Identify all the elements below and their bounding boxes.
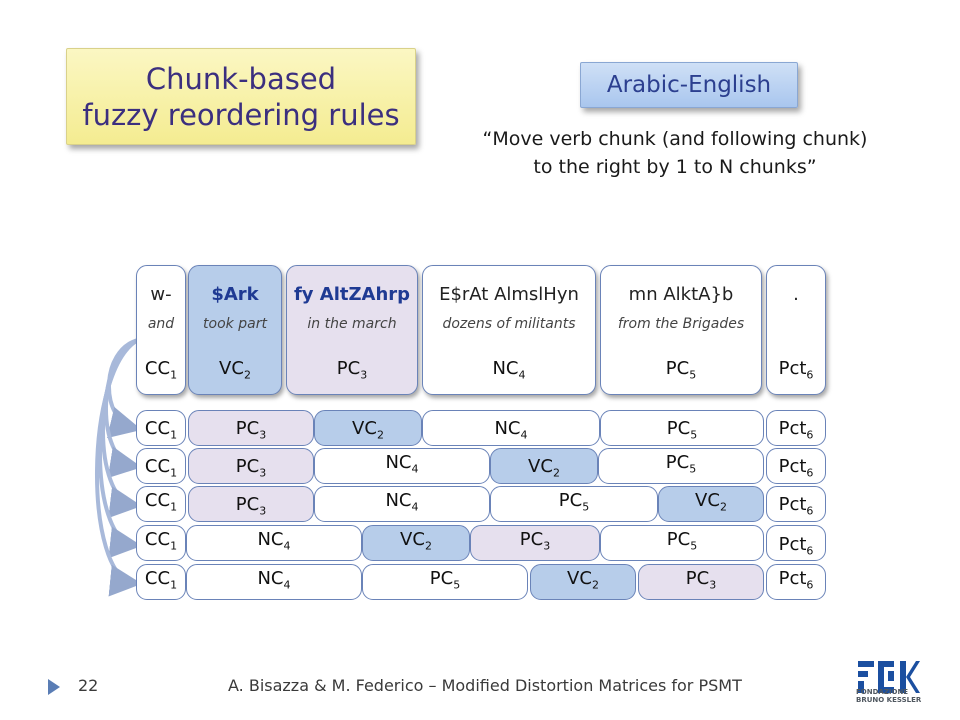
row2-chunk-5: PC5 <box>598 448 764 484</box>
row5-chunk-6: Pct6 <box>766 564 826 600</box>
top-chunk-nc4: E$rAt AlmslHyn dozens of militants NC4 <box>422 265 596 395</box>
rule-quote: “Move verb chunk (and following chunk) t… <box>430 125 920 181</box>
title-line-2: fuzzy reordering rules <box>82 97 400 132</box>
english-gloss: in the march <box>307 316 397 332</box>
language-pair-badge: Arabic-English <box>580 62 798 108</box>
arabic-word: w- <box>150 284 172 305</box>
arabic-word: E$rAt AlmslHyn <box>439 284 579 305</box>
row1-chunk-1: CC1 <box>136 410 186 446</box>
row3-chunk-5: VC2 <box>658 486 764 522</box>
fbk-logo-text: FONDAZIONE BRUNO KESSLER <box>856 688 922 704</box>
arrow-5 <box>95 338 142 597</box>
row4-chunk-5: PC5 <box>600 525 764 561</box>
row1-chunk-6: Pct6 <box>766 410 826 446</box>
row5-chunk-3: PC5 <box>362 564 528 600</box>
footer-text: A. Bisazza & M. Federico – Modified Dist… <box>228 676 742 695</box>
arabic-word: mn AlktA}b <box>628 284 734 305</box>
row2-chunk-3: NC4 <box>314 448 490 484</box>
row2-chunk-1: CC1 <box>136 448 186 484</box>
row4-chunk-3: VC2 <box>362 525 470 561</box>
row1-chunk-5: PC5 <box>600 410 764 446</box>
arrow-4 <box>98 338 142 559</box>
row2-chunk-6: Pct6 <box>766 448 826 484</box>
row5-chunk-2: NC4 <box>186 564 362 600</box>
chunk-label: VC2 <box>219 358 251 382</box>
chunk-label: PC3 <box>336 358 368 382</box>
row5-chunk-4: VC2 <box>530 564 636 600</box>
row1-chunk-4: NC4 <box>422 410 600 446</box>
arabic-word: $Ark <box>211 284 259 305</box>
row1-chunk-2: PC3 <box>188 410 314 446</box>
chunk-label: CC1 <box>144 358 178 382</box>
top-chunk-pc5: mn AlktA}b from the Brigades PC5 <box>600 265 762 395</box>
row5-chunk-1: CC1 <box>136 564 186 600</box>
row3-chunk-2: PC3 <box>188 486 314 522</box>
chunk-label: Pct6 <box>778 358 814 382</box>
english-gloss: and <box>147 316 175 332</box>
quote-line-2: to the right by 1 to N chunks” <box>533 156 817 178</box>
row3-chunk-3: NC4 <box>314 486 490 522</box>
footer-triangle-icon <box>48 679 60 695</box>
fbk-logo-icon <box>858 661 920 693</box>
top-chunk-cc1: w- and CC1 <box>136 265 186 395</box>
top-chunk-vc2: $Ark took part VC2 <box>188 265 282 395</box>
row4-chunk-1: CC1 <box>136 525 186 561</box>
row2-chunk-2: PC3 <box>188 448 314 484</box>
english-gloss: took part <box>203 316 267 332</box>
quote-line-1: “Move verb chunk (and following chunk) <box>482 128 868 150</box>
row4-chunk-4: PC3 <box>470 525 600 561</box>
arabic-word: fy AltZAhrp <box>293 284 411 305</box>
row2-chunk-4: VC2 <box>490 448 598 484</box>
page-number: 22 <box>78 676 99 695</box>
chunk-label: PC5 <box>665 358 697 382</box>
english-gloss: from the Brigades <box>617 316 745 332</box>
row1-chunk-3: VC2 <box>314 410 422 446</box>
row5-chunk-5: PC3 <box>638 564 764 600</box>
row3-chunk-6: Pct6 <box>766 486 826 522</box>
row4-chunk-6: Pct6 <box>766 525 826 561</box>
top-chunk-pc3: fy AltZAhrp in the march PC3 <box>286 265 418 395</box>
row4-chunk-2: NC4 <box>186 525 362 561</box>
english-gloss: dozens of militants <box>442 316 576 332</box>
title-box: Chunk-based fuzzy reordering rules <box>66 48 416 145</box>
arabic-word: . <box>793 284 799 305</box>
row3-chunk-1: CC1 <box>136 486 186 522</box>
language-pair-label: Arabic-English <box>606 72 772 98</box>
chunk-label: NC4 <box>492 358 526 382</box>
top-chunk-pct6: . Pct6 <box>766 265 826 395</box>
row3-chunk-4: PC5 <box>490 486 658 522</box>
title-line-1: Chunk-based <box>145 61 337 96</box>
